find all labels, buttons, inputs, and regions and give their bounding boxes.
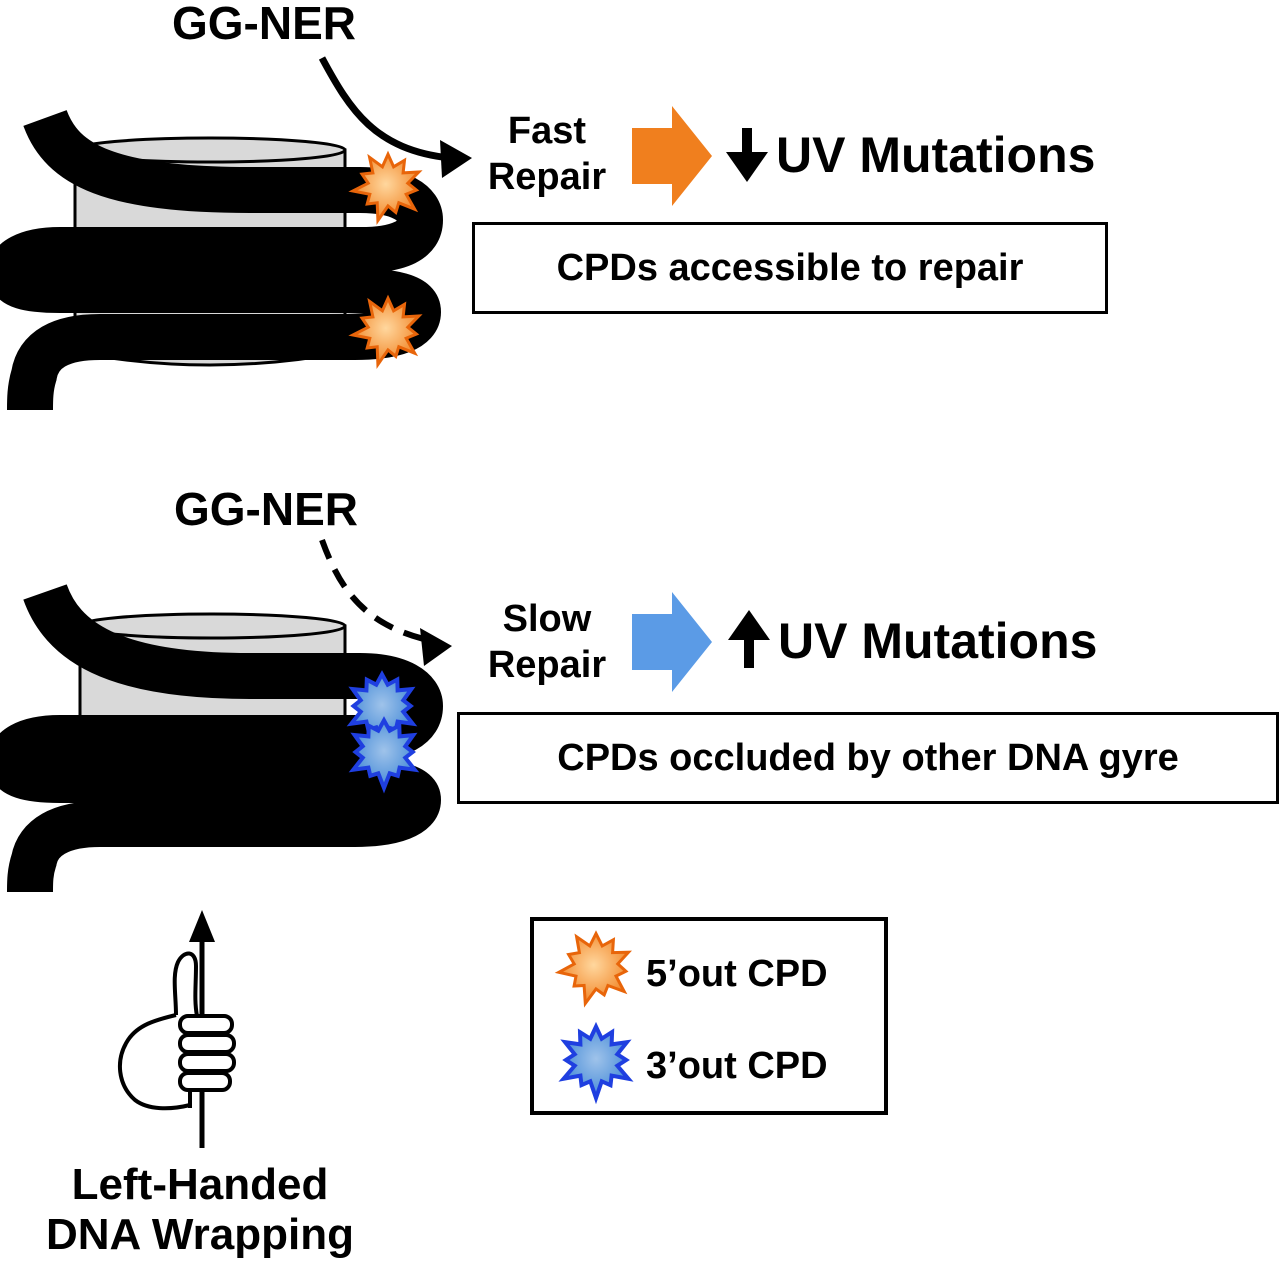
slow-repair-label: Slow Repair [462, 596, 632, 688]
ggner-label-bottom: GG-NER [174, 483, 358, 535]
up-arrow-icon [728, 610, 770, 668]
down-arrow-icon [726, 128, 768, 182]
dna-bottom-gyre-back [7, 757, 442, 893]
legend-3out-star-icon [558, 1021, 634, 1105]
nucleosome-top [0, 109, 444, 411]
left-hand-thumb-icon [117, 910, 236, 1148]
dna-bottom-gyre-front [0, 715, 340, 803]
speed-line2-top: Repair [487, 156, 607, 198]
dna-top-gyre-front [0, 227, 340, 313]
nucleosome-bottom [0, 583, 444, 893]
cpd-3out-star-bottom-lower [348, 716, 420, 794]
cpd-5out-star-top-upper [348, 150, 423, 226]
cpd-5out-star-top-lower [348, 294, 423, 370]
cpd-accessible-box: CPDs accessible to repair [472, 222, 1108, 314]
caption-line2: DNA Wrapping [46, 1210, 354, 1259]
ggner-solid-arrow [318, 56, 451, 162]
fast-repair-block-arrow [632, 106, 712, 206]
left-handed-caption: Left-Handed DNA Wrapping [0, 1160, 400, 1260]
slow-repair-block-arrow [632, 592, 712, 692]
uv-mutations-increase-label: UV Mutations [778, 613, 1098, 669]
dna-top-gyre-back [7, 267, 442, 411]
legend-3out-label: 3’out CPD [646, 1045, 828, 1087]
uv-mutations-decrease-label: UV Mutations [776, 127, 1096, 183]
cpd-occluded-box: CPDs occluded by other DNA gyre [457, 712, 1279, 804]
caption-line1: Left-Handed [71, 1160, 329, 1209]
legend-5out-label: 5’out CPD [646, 953, 828, 995]
speed-line1-bottom: Slow [502, 598, 592, 640]
legend-5out-star-icon [554, 930, 632, 1008]
speed-line1-top: Fast [507, 110, 587, 152]
histone-bottom-rim [77, 612, 347, 640]
ggner-solid-arrowhead [440, 140, 472, 178]
ggner-dashed-arrow [319, 538, 429, 643]
legend-box: 5’out CPD 3’out CPD [530, 917, 888, 1115]
speed-line2-bottom: Repair [487, 644, 607, 686]
fast-repair-label: Fast Repair [462, 108, 632, 200]
ggner-dashed-arrowhead [420, 628, 452, 666]
ggner-label-top: GG-NER [172, 0, 356, 49]
